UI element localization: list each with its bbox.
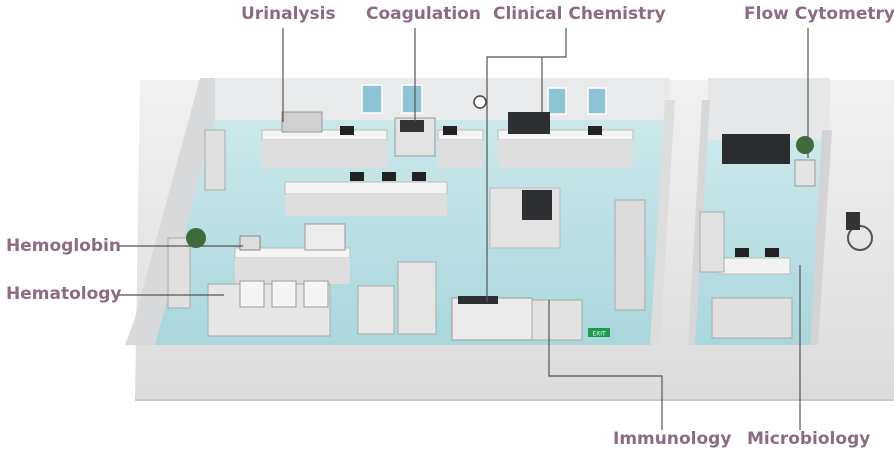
bench-cabinet <box>498 140 633 168</box>
label-urinalysis: Urinalysis <box>241 4 336 24</box>
side-room-floor <box>690 140 830 345</box>
left-cabinet <box>167 237 191 309</box>
immunology-analyzer <box>451 297 533 341</box>
label-clinical-chemistry: Clinical Chemistry <box>493 4 666 24</box>
monitor <box>588 126 602 135</box>
wall-poster <box>361 84 383 114</box>
monitor <box>382 172 396 181</box>
bench-cabinet <box>235 258 350 284</box>
wall-poster <box>547 87 567 115</box>
side-room-back-wall <box>708 78 830 140</box>
label-hematology: Hematology <box>6 284 122 304</box>
monitor <box>412 172 426 181</box>
analyzer <box>522 190 552 220</box>
label-microbiology: Microbiology <box>747 429 871 449</box>
monitor <box>350 172 364 181</box>
bench <box>261 129 388 141</box>
exit-sign-box <box>588 328 610 337</box>
side-cabinet <box>699 211 725 273</box>
analyzer <box>357 285 395 335</box>
cabinet <box>614 199 646 311</box>
analyzer-module <box>271 280 297 308</box>
left-wall <box>125 78 215 345</box>
plant <box>796 136 814 154</box>
leader-lines <box>118 28 809 430</box>
monitor <box>443 126 457 135</box>
bench-cabinet <box>285 194 447 216</box>
urinalysis-analyzer <box>281 111 323 133</box>
side-room-right-wall <box>810 130 832 345</box>
bench <box>284 181 448 195</box>
label-coagulation: Coagulation <box>366 4 481 24</box>
bench-cabinet <box>262 140 387 168</box>
leader-clinical-chemistry <box>486 28 567 302</box>
bench-cabinet <box>438 140 483 168</box>
monitor <box>735 248 749 257</box>
analyzer <box>397 261 437 335</box>
analyzer-module <box>303 280 329 308</box>
chemistry-analyzer <box>508 112 550 134</box>
wall-clock <box>473 95 487 109</box>
microbiology-cabinet <box>711 297 793 339</box>
label-flow-cytometry: Flow Cytometry <box>744 4 894 24</box>
immunology-bench <box>531 299 583 341</box>
label-hemoglobin: Hemoglobin <box>6 236 121 256</box>
monitor <box>340 126 354 135</box>
leader-immunology <box>548 300 663 430</box>
wall-poster <box>401 84 423 114</box>
side-room-left-wall <box>688 100 710 345</box>
side-bench <box>717 257 791 275</box>
flow-cytometer <box>794 159 816 187</box>
label-immunology: Immunology <box>613 429 732 449</box>
analyzer-top <box>458 296 498 304</box>
analyzer-top <box>400 120 424 132</box>
wall-poster <box>587 87 607 115</box>
analyzer-module <box>239 280 265 308</box>
exit-sign-text: EXIT <box>592 331 606 338</box>
monitor <box>765 248 779 257</box>
analyzer <box>304 223 346 251</box>
hemoglobin-analyzer <box>239 235 261 251</box>
left-cabinet <box>204 129 226 191</box>
divider-wall <box>650 100 675 345</box>
plant <box>186 228 206 248</box>
sofa <box>722 134 790 164</box>
